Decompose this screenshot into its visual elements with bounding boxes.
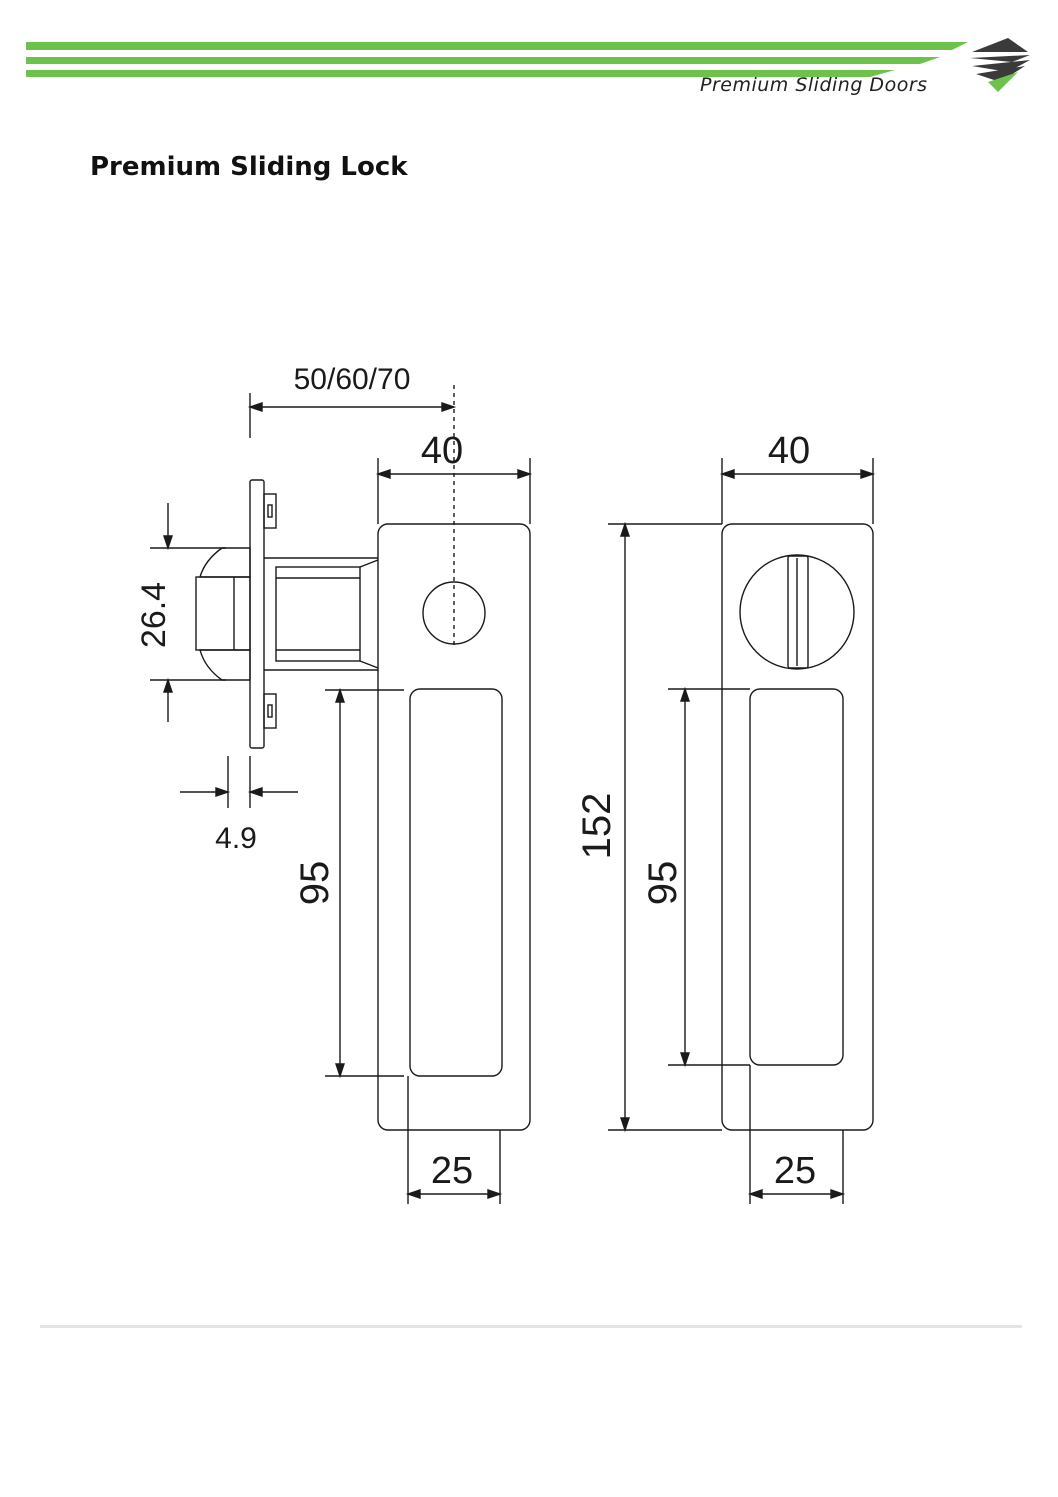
brand-name: Premium Sliding Doors	[700, 74, 928, 96]
page-header: Premium Sliding Doors	[0, 0, 1058, 110]
dim-backset-label: 50/60/70	[294, 363, 411, 396]
dim-right-recess-height-label: 95	[641, 861, 685, 906]
dim-latch-height-label: 26.4	[135, 582, 173, 648]
page-title: Premium Sliding Lock	[90, 152, 408, 182]
premium-sliding-doors-logo-icon	[970, 38, 1030, 92]
dim-latch-width-label: 40	[421, 430, 463, 472]
thumbturn-knob	[739, 554, 855, 670]
right-recess	[749, 688, 844, 1066]
dim-plate-thickness-label: 4.9	[215, 822, 257, 855]
dimension-lines-left	[150, 393, 533, 1204]
thumbturn-slot	[787, 555, 809, 669]
dim-thumbturn-width-label: 40	[768, 430, 810, 472]
green-stripe-bottom	[26, 70, 895, 77]
left-escutcheon-plate	[377, 523, 531, 1131]
left-recess	[409, 688, 503, 1077]
dim-left-recess-height-label: 95	[293, 861, 337, 906]
footer-divider	[40, 1325, 1022, 1328]
green-stripe-middle	[26, 57, 940, 64]
dim-overall-height-label: 152	[575, 793, 619, 860]
dimension-lines-right	[608, 458, 876, 1204]
right-escutcheon-plate	[721, 523, 874, 1131]
green-stripe-top	[26, 42, 968, 50]
latch-mechanism	[195, 479, 379, 749]
technical-drawing: 50/60/70 40 40 26.4 4.9 95 152 95 25 25	[135, 363, 876, 1204]
header-banner	[26, 38, 1030, 92]
dim-right-recess-width-label: 25	[774, 1150, 816, 1192]
dim-left-recess-width-label: 25	[431, 1150, 473, 1192]
